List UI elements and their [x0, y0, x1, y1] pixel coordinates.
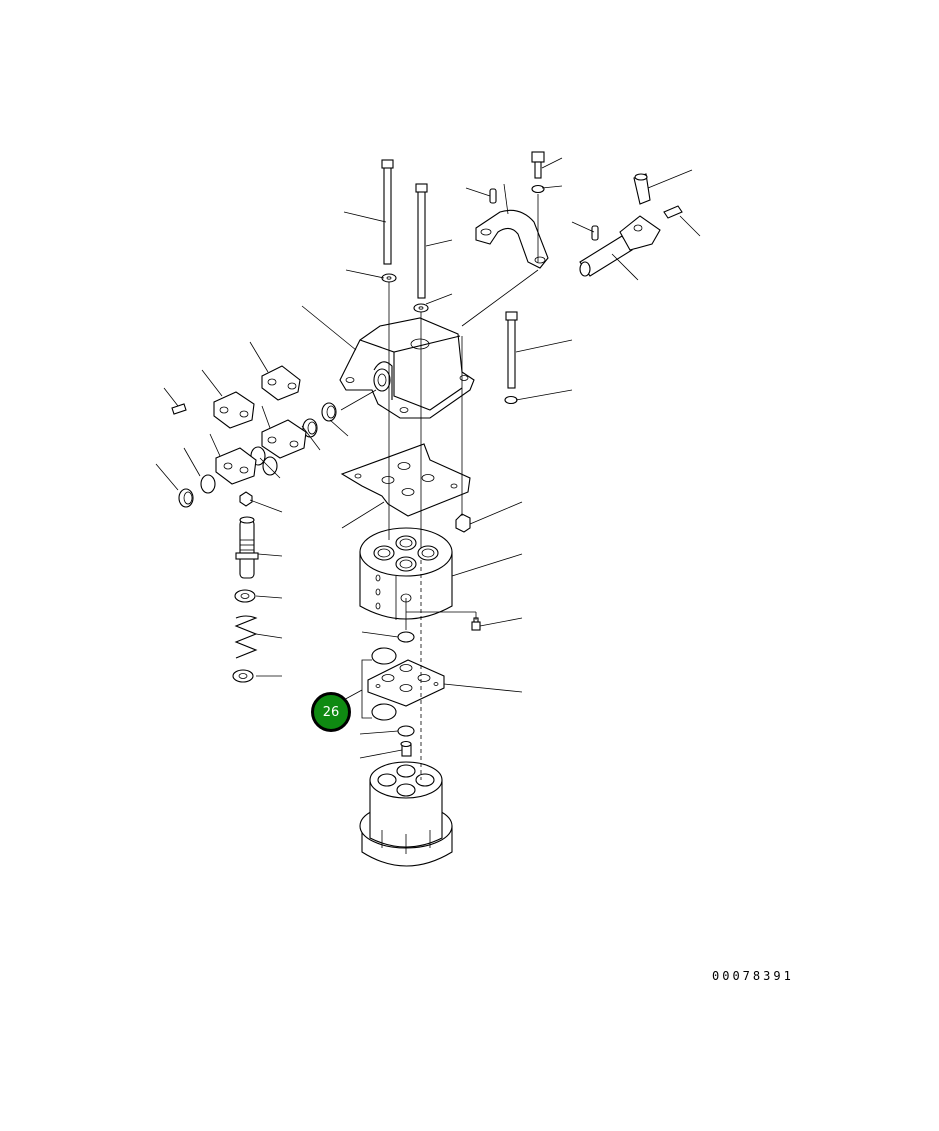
- drawing-number: 00078391: [712, 969, 794, 983]
- spring[interactable]: [234, 615, 258, 659]
- gasket[interactable]: [371, 703, 397, 721]
- o-ring[interactable]: [397, 725, 415, 737]
- small-pin[interactable]: [591, 225, 599, 241]
- bushing[interactable]: [262, 456, 278, 476]
- lever-bracket[interactable]: [261, 419, 307, 459]
- gasket-plate[interactable]: [340, 443, 471, 517]
- clamp-bracket[interactable]: [475, 209, 549, 269]
- spring-pin[interactable]: [663, 205, 683, 219]
- washer[interactable]: [531, 184, 545, 194]
- washer[interactable]: [413, 303, 429, 313]
- long-tie-bolt[interactable]: [381, 159, 394, 265]
- washer[interactable]: [504, 395, 518, 405]
- valve-plate[interactable]: [367, 659, 445, 707]
- check-valve[interactable]: [400, 740, 412, 757]
- upper-cover[interactable]: [339, 317, 475, 419]
- lever-bracket[interactable]: [261, 365, 301, 401]
- seal-ring[interactable]: [321, 402, 337, 422]
- nut[interactable]: [455, 513, 471, 533]
- lever-bracket[interactable]: [213, 391, 255, 429]
- gasket[interactable]: [371, 647, 397, 665]
- dowel-pin[interactable]: [489, 188, 497, 204]
- bolt[interactable]: [531, 151, 545, 179]
- valve-spool[interactable]: [235, 516, 259, 579]
- nut[interactable]: [239, 491, 253, 507]
- valve-body[interactable]: [359, 527, 453, 620]
- callout-badge[interactable]: 26: [311, 692, 351, 732]
- small-pin[interactable]: [171, 403, 187, 415]
- lever-bracket[interactable]: [215, 447, 257, 485]
- pin[interactable]: [633, 173, 651, 205]
- base-housing[interactable]: [359, 761, 453, 867]
- control-lever-shaft[interactable]: [579, 215, 661, 277]
- tie-bolt[interactable]: [415, 183, 428, 299]
- cap-bolt[interactable]: [505, 311, 518, 389]
- leader-lines: [155, 157, 701, 759]
- bushing[interactable]: [200, 474, 216, 494]
- o-ring[interactable]: [397, 631, 415, 643]
- retainer[interactable]: [232, 669, 254, 683]
- washer[interactable]: [381, 273, 397, 283]
- seal-ring[interactable]: [178, 488, 194, 508]
- retainer[interactable]: [234, 589, 256, 603]
